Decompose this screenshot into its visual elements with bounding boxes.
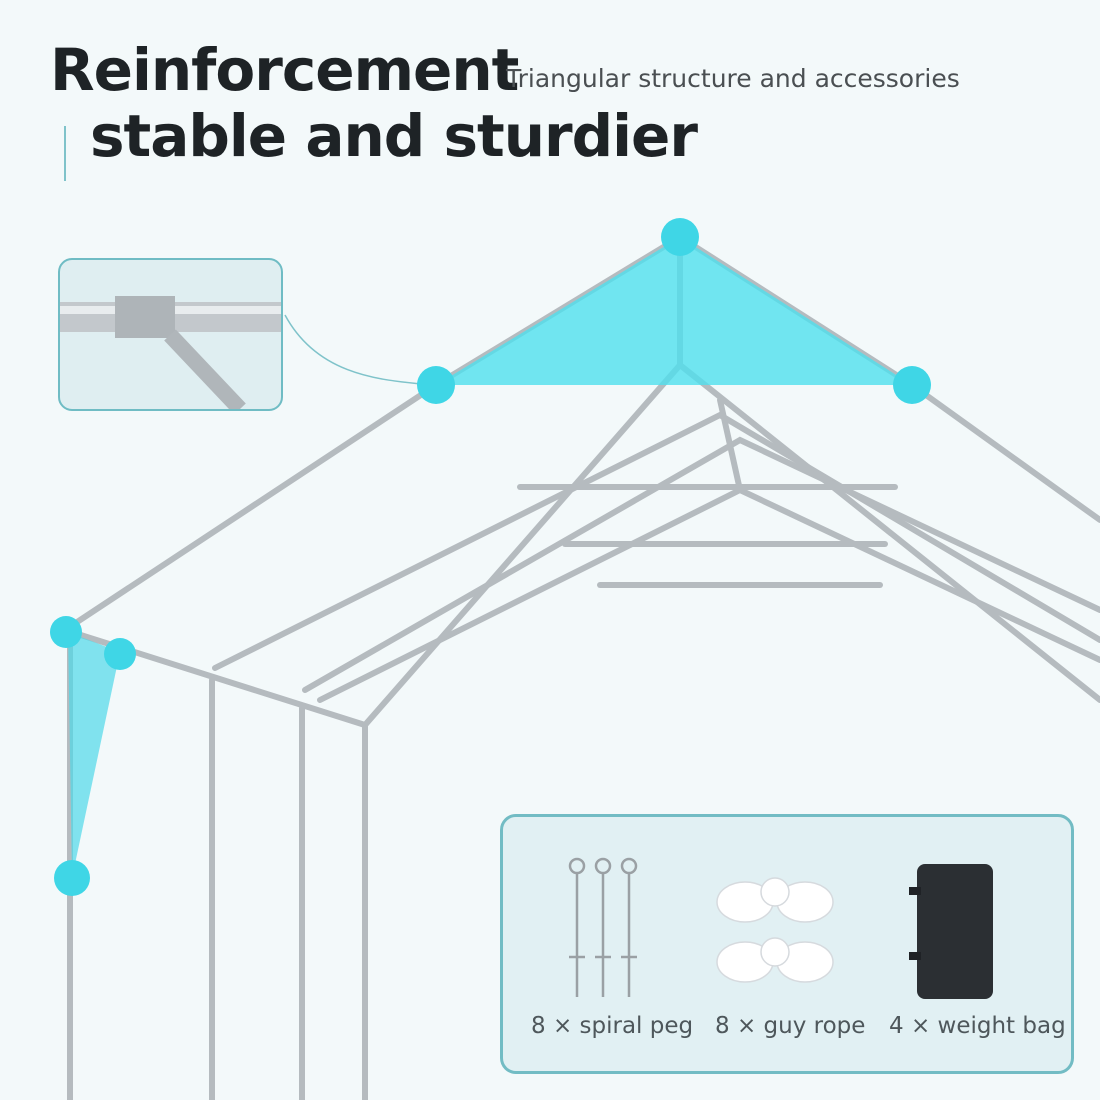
joint-marker (50, 616, 82, 648)
subtitle: Triangular structure and accessories (506, 64, 960, 93)
joint-marker (661, 218, 699, 256)
roof-triangle-highlight (436, 237, 912, 385)
accessories-panel: 8 × spiral peg 8 × guy rope 4 × weight b… (500, 814, 1074, 1074)
accessory-label-spiral-peg: 8 × spiral peg (531, 1013, 694, 1039)
accessory-label-guy-rope: 8 × guy rope (715, 1013, 866, 1039)
weight-bag-icon (909, 864, 993, 999)
corner-triangle-highlight (68, 632, 120, 878)
accent-divider (64, 126, 66, 181)
guy-rope-icon (716, 877, 834, 983)
heading-line-1: Reinforcement (50, 36, 519, 104)
spiral-peg-icon (568, 857, 638, 997)
accessory-label-weight-bag: 4 × weight bag (889, 1013, 1066, 1039)
joint-marker (417, 366, 455, 404)
connector-icon (60, 296, 281, 409)
joint-marker (54, 860, 90, 896)
heading-line-2: stable and sturdier (90, 102, 698, 170)
connector-detail-inset (58, 258, 283, 411)
joint-marker (104, 638, 136, 670)
joint-marker (893, 366, 931, 404)
